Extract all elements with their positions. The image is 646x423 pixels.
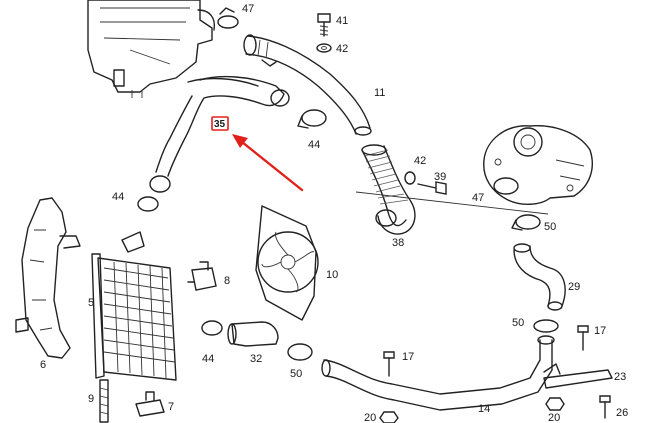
clip-7 bbox=[135, 391, 165, 417]
clamp-50-upper bbox=[511, 214, 541, 231]
callout-47: 47 bbox=[472, 192, 484, 204]
bracket-23 bbox=[543, 363, 613, 389]
callout-44: 44 bbox=[202, 353, 214, 365]
callout-50: 50 bbox=[512, 317, 524, 329]
clamp-50-lower bbox=[287, 343, 313, 361]
callout-7: 7 bbox=[168, 401, 174, 413]
callout-10: 10 bbox=[326, 269, 338, 281]
callout-26: 26 bbox=[616, 407, 628, 419]
bolt-39 bbox=[417, 181, 447, 195]
callout-38: 38 bbox=[392, 237, 404, 249]
washer-42-mid bbox=[404, 171, 416, 185]
bellows-hose-38 bbox=[361, 144, 416, 235]
bolt-41 bbox=[317, 13, 331, 37]
callout-39: 39 bbox=[434, 171, 446, 183]
callout-14: 14 bbox=[478, 403, 490, 415]
callout-17: 17 bbox=[594, 325, 606, 337]
clamp-44-upper bbox=[297, 109, 327, 129]
expansion-tank bbox=[87, 0, 216, 98]
highlight-35: 35 bbox=[211, 116, 304, 192]
callout-labels: 47 41 42 11 44 42 39 47 50 38 44 29 10 8… bbox=[40, 3, 628, 423]
hose-32 bbox=[227, 321, 279, 347]
intercooler-5 bbox=[91, 231, 177, 381]
clamp-50-right bbox=[533, 319, 559, 333]
highlight-label: 35 bbox=[214, 119, 226, 130]
turbocharger bbox=[483, 125, 593, 205]
callout-20: 20 bbox=[548, 412, 560, 423]
bolt-17-mid bbox=[383, 351, 395, 377]
callout-17: 17 bbox=[402, 351, 414, 363]
nut-20-left bbox=[379, 411, 399, 423]
clamp-44-lower bbox=[201, 320, 223, 336]
clamp-47-top bbox=[217, 7, 239, 29]
callout-9: 9 bbox=[88, 393, 94, 405]
bolt-26 bbox=[599, 395, 611, 419]
callout-42: 42 bbox=[414, 155, 426, 167]
nut-20-right bbox=[545, 397, 565, 411]
callout-23: 23 bbox=[614, 371, 626, 383]
charge-pipe-14 bbox=[321, 335, 555, 411]
arrowhead bbox=[232, 134, 248, 148]
sensor-8 bbox=[187, 261, 217, 291]
callout-50: 50 bbox=[544, 221, 556, 233]
callout-32: 32 bbox=[250, 353, 262, 365]
clamp-47-right bbox=[493, 177, 519, 195]
leader-line-turbo bbox=[355, 191, 549, 215]
washer-42-top bbox=[316, 43, 332, 53]
callout-41: 41 bbox=[336, 15, 348, 27]
callout-44: 44 bbox=[112, 191, 124, 203]
callout-42: 42 bbox=[336, 43, 348, 55]
callout-29: 29 bbox=[568, 281, 580, 293]
clamp-44-mid-left bbox=[137, 196, 159, 212]
fan-shroud-10 bbox=[255, 205, 319, 321]
bracket-6 bbox=[15, 197, 81, 359]
callout-8: 8 bbox=[224, 275, 230, 287]
callout-11: 11 bbox=[374, 87, 385, 99]
callout-5: 5 bbox=[88, 297, 94, 309]
callout-6: 6 bbox=[40, 359, 46, 371]
highlight-arrow bbox=[240, 140, 304, 192]
bolt-17-right bbox=[577, 325, 589, 351]
callout-50: 50 bbox=[290, 368, 302, 380]
elbow-hose-29 bbox=[513, 243, 566, 311]
callout-47: 47 bbox=[242, 3, 254, 15]
hose-35 bbox=[149, 75, 290, 193]
callout-44: 44 bbox=[308, 139, 320, 151]
callout-20: 20 bbox=[364, 412, 376, 423]
charge-pipe-11 bbox=[243, 34, 372, 136]
pin-9 bbox=[99, 379, 109, 423]
